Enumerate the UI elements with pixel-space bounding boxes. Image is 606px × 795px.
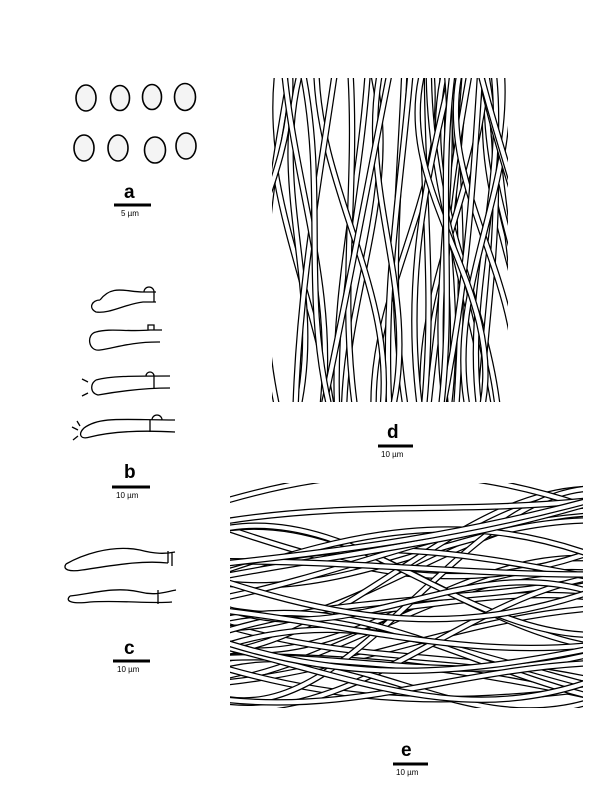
basidium [91, 375, 171, 396]
panel-b-label: b [124, 462, 136, 483]
spore [143, 136, 167, 164]
spore [141, 83, 163, 111]
spore [109, 84, 131, 112]
spore [173, 82, 197, 112]
spore [175, 132, 197, 160]
panel-e-hyphae [230, 483, 583, 708]
cystidium [64, 547, 176, 572]
panel-c-cystidia [64, 547, 177, 604]
cystidium [67, 589, 177, 604]
panel-b-basidia [71, 286, 176, 441]
scale-text-d: 10 µm [381, 450, 404, 459]
panel-d-hyphae [272, 78, 508, 402]
basidium [91, 289, 156, 313]
panel-d-label: d [387, 422, 399, 443]
basidium [89, 329, 162, 351]
spore [75, 84, 97, 112]
scale-text-c: 10 µm [117, 665, 140, 674]
spore [73, 134, 95, 162]
panel-a-label: a [124, 182, 135, 203]
panel-c-label: c [124, 638, 135, 659]
panel-e-label: e [401, 740, 412, 761]
panel-a-spores [73, 82, 197, 164]
scale-text-b: 10 µm [116, 491, 139, 500]
scale-text-a: 5 µm [121, 209, 139, 218]
basidium [79, 418, 176, 439]
spore [107, 134, 129, 162]
scale-text-e: 10 µm [396, 768, 419, 777]
